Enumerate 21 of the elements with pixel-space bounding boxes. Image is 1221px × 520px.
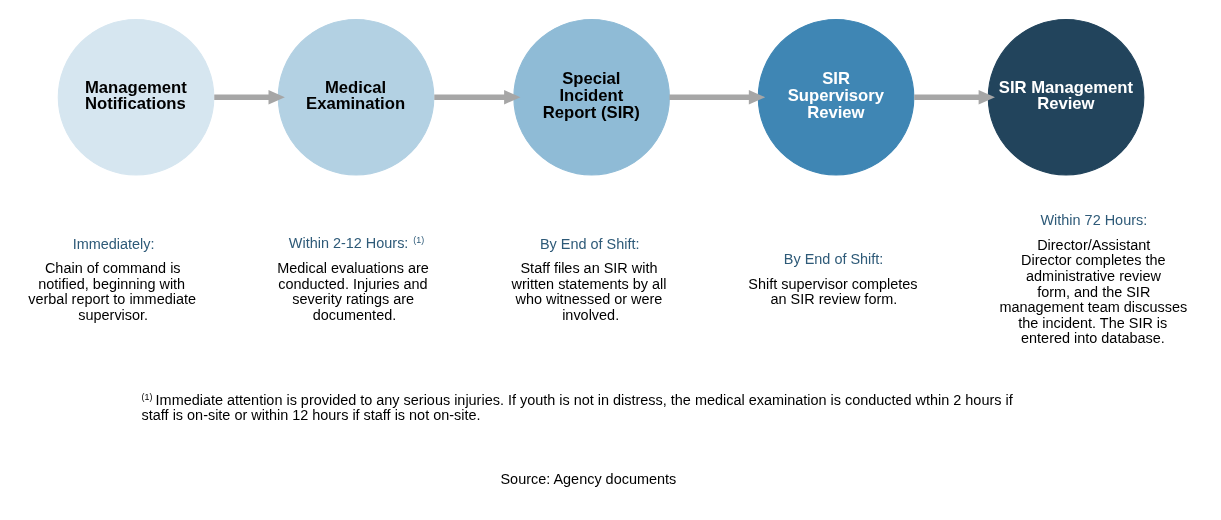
label: Source: Agency documents (500, 471, 677, 488)
node-label: Director/Assistant Director completes the administrative review form, and the SIR management team discusses the incident. The SIR is entered into database. (999, 236, 1188, 347)
node-label: Medical evaluations are conducted. Injuries and severity ratings are documented. (277, 260, 429, 323)
node-circle: Medical Examination (277, 18, 435, 176)
node-label: Within 72 Hours: (1040, 212, 1148, 229)
label: $^{(1)}$ Immediate attention is provided to any serious injuries. If youth is not in distress, the medical examination is conducted wthin 2 hours if staff is on-site or within 12 hours if staff is not on-site. (141, 392, 1013, 423)
node-circle: SIR Supervisory Review (757, 18, 915, 176)
arrow (669, 90, 766, 105)
node-label: Immediately: (72, 235, 155, 252)
node-label: By End of Shift: (539, 235, 640, 252)
arrow (434, 90, 521, 105)
node-label: By End of Shift: (783, 251, 884, 268)
node-circle: Management Notifications (57, 18, 215, 176)
node-label: Shift supervisor completes an SIR review form. (748, 275, 918, 308)
node-label: Staff files an SIR with written statements by all who witnessed or were involved. (511, 260, 667, 323)
arrow (214, 90, 285, 105)
node-label: Within 2-12 Hours:$^{(1)}$ (288, 234, 425, 251)
node-label: Chain of command is notified, beginning with verbal report to immediate supervisor. (28, 260, 196, 323)
arrow (914, 90, 995, 105)
node-circle: Special Incident Report (SIR) (513, 18, 670, 176)
node-circle: SIR Management Review (987, 18, 1145, 176)
